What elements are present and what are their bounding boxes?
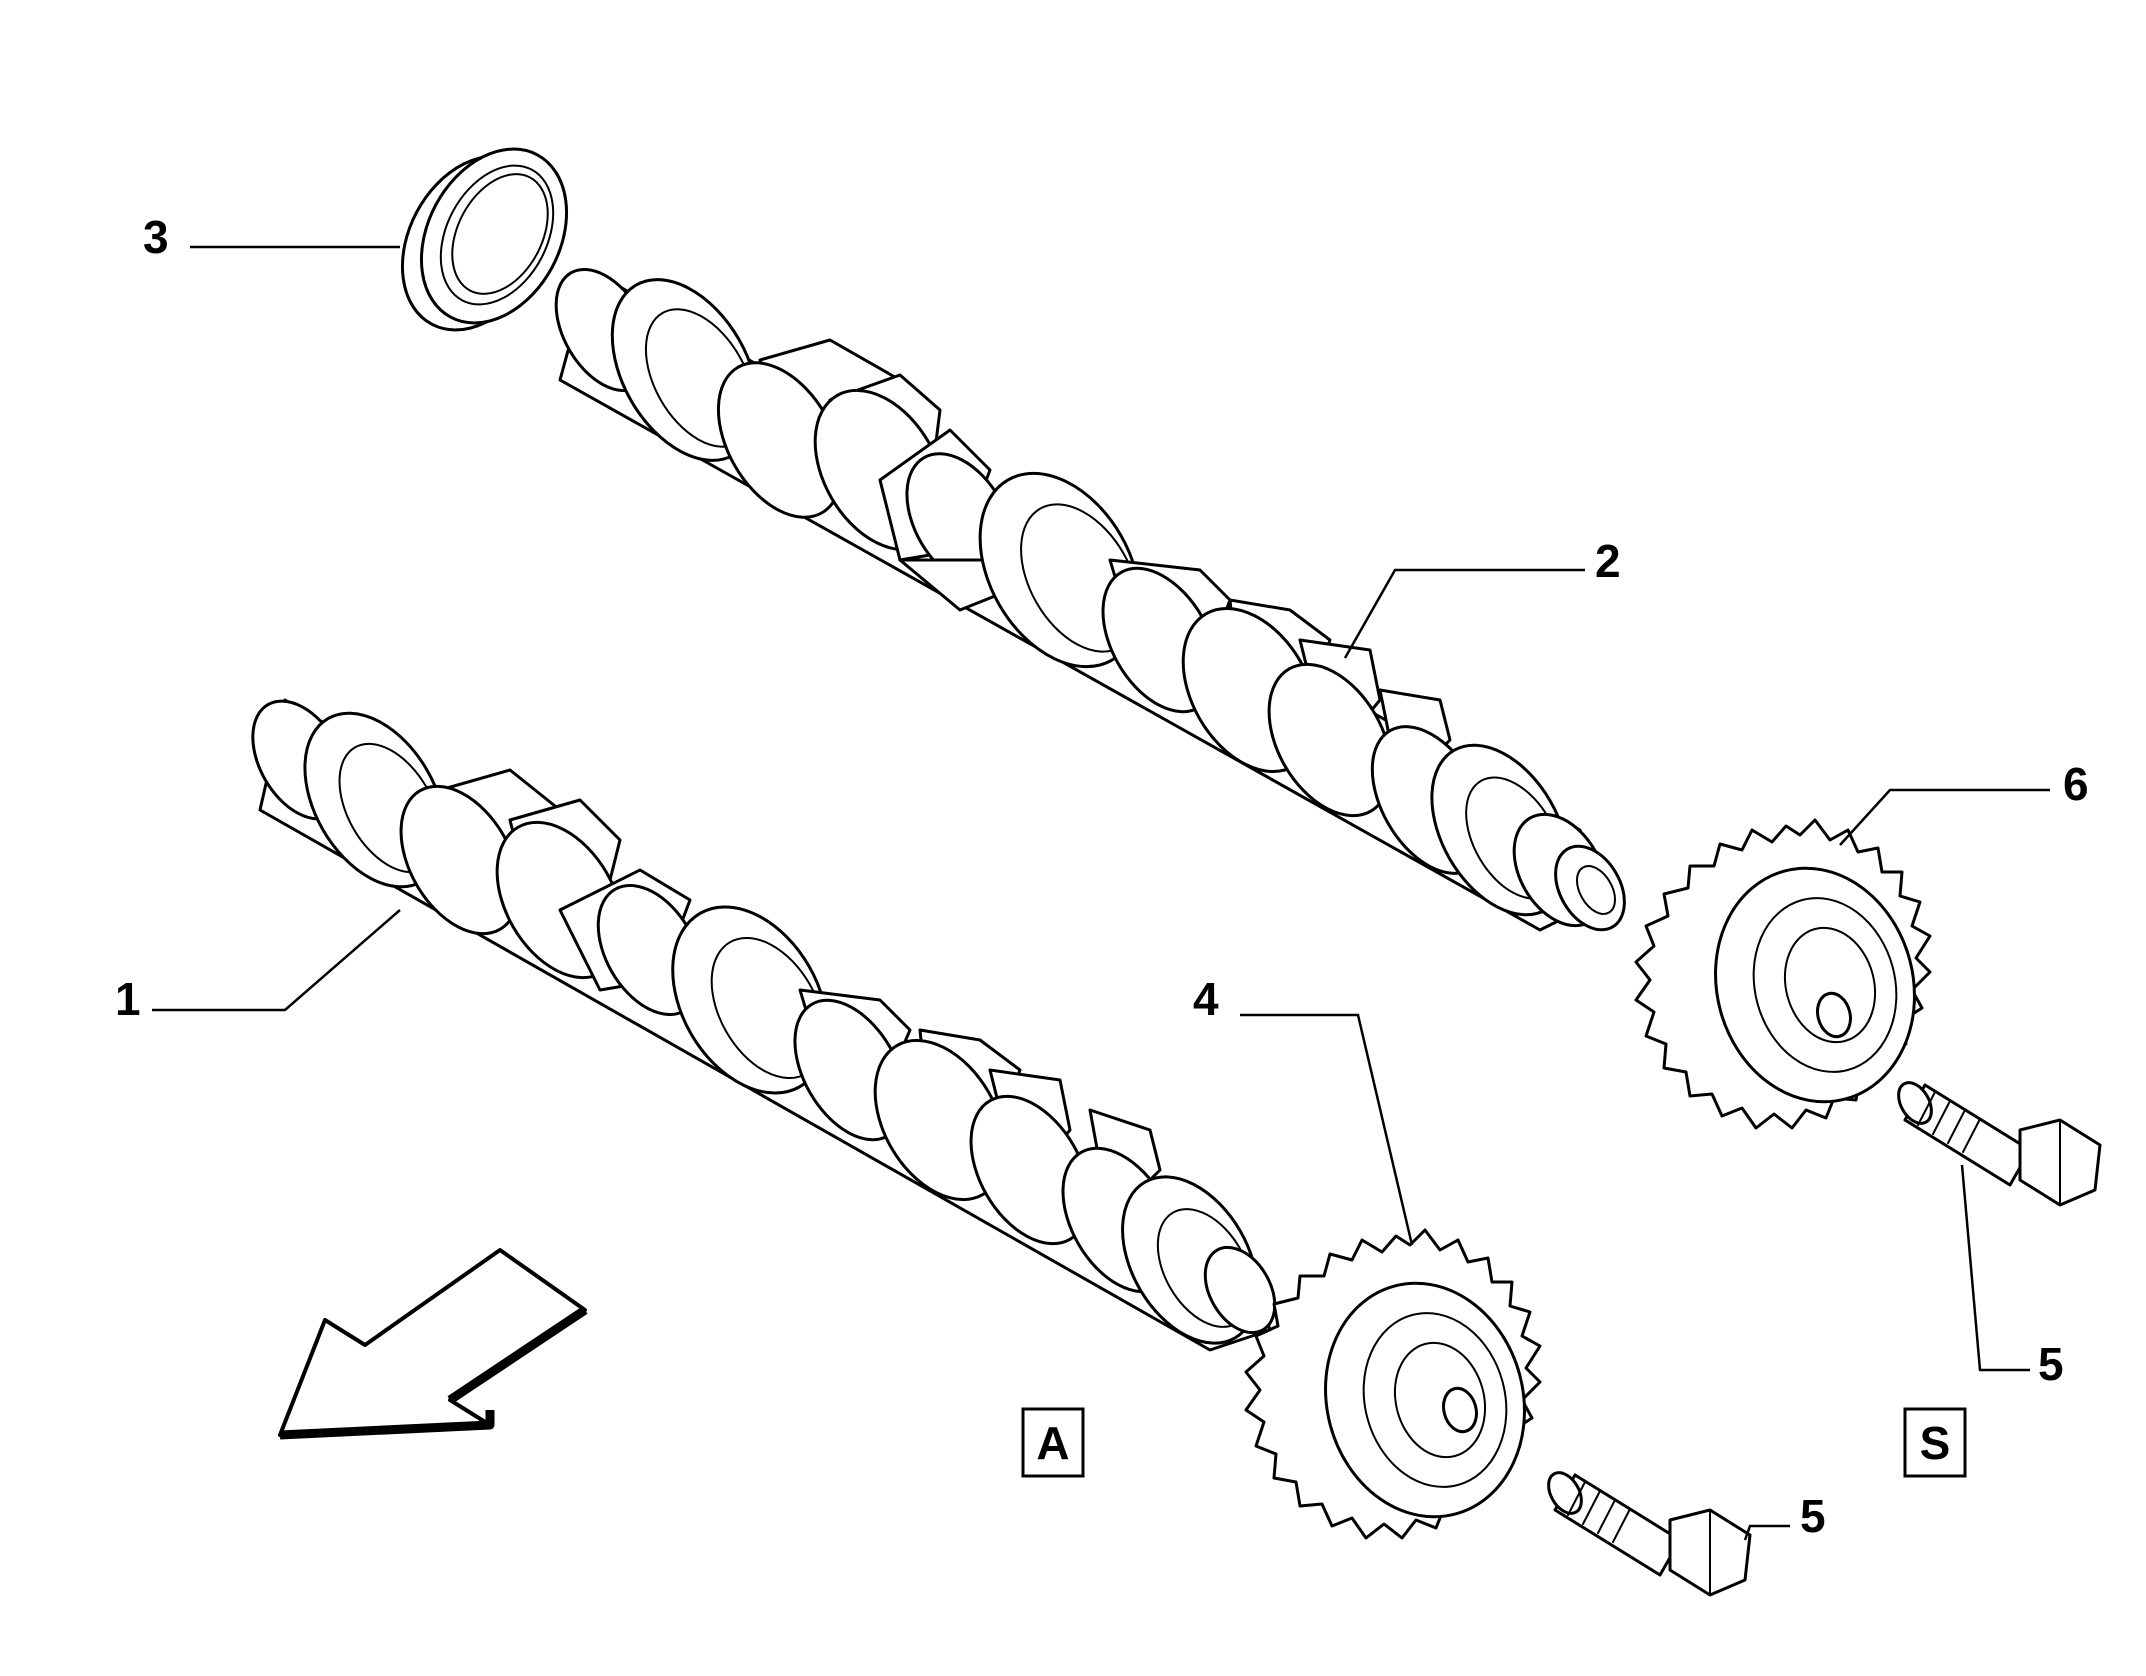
callout-6: 6	[2063, 758, 2089, 810]
bolt-5	[1897, 1081, 2102, 1207]
callout-2: 2	[1595, 535, 1621, 587]
callout-5-lower: 5	[1800, 1490, 1826, 1542]
gear-6	[1634, 818, 1932, 1130]
callout-4: 4	[1193, 973, 1219, 1025]
callout-3: 3	[143, 211, 169, 263]
camshaft-1	[251, 698, 1277, 1352]
variant-tag-s: S	[1903, 1407, 1967, 1478]
seal-ring	[400, 147, 569, 332]
callout-1: 1	[115, 973, 141, 1025]
camshaft-2	[554, 267, 1626, 932]
variant-tag-a-label: A	[1036, 1417, 1069, 1469]
variant-tag-a: A	[1021, 1407, 1085, 1478]
gear-4	[1244, 1228, 1542, 1540]
bolt-5	[1547, 1471, 1752, 1597]
leader-lines	[152, 245, 2050, 1541]
direction-arrow	[278, 1248, 588, 1440]
callout-5-right: 5	[2038, 1338, 2064, 1390]
variant-tag-s-label: S	[1920, 1417, 1951, 1469]
